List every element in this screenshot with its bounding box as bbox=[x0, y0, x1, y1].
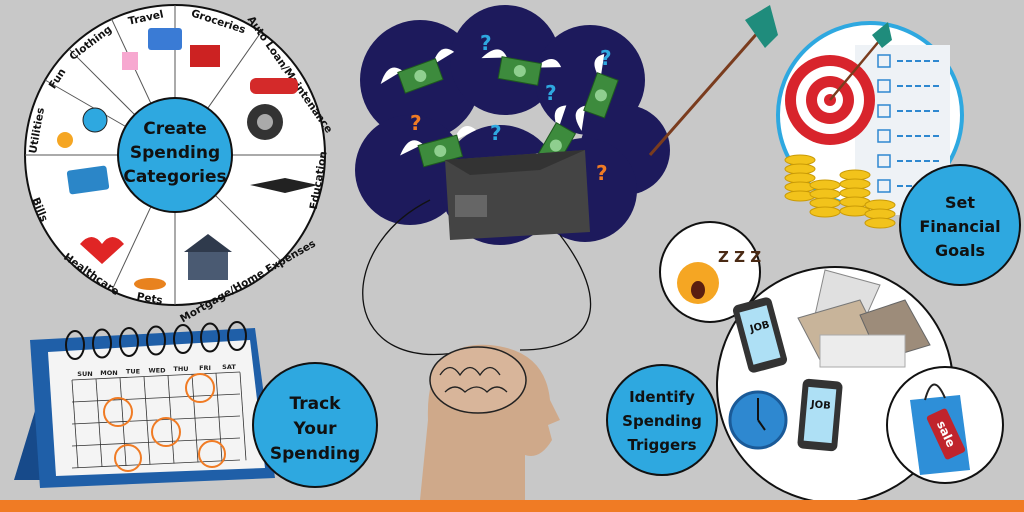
wheel-title-line-2: Spending bbox=[130, 143, 220, 163]
weekday-label: MON bbox=[100, 369, 117, 377]
bottom-bar bbox=[0, 500, 1024, 512]
phone-icon: JOB bbox=[732, 297, 788, 373]
question-mark-icon: ? bbox=[410, 111, 422, 135]
svg-text:JOB: JOB bbox=[809, 399, 831, 412]
identify-spending-triggers-circle bbox=[606, 364, 718, 476]
arrow-icon bbox=[648, 5, 778, 156]
track-title-line-3: Spending bbox=[270, 444, 360, 464]
wheel-title-line-1: Create bbox=[143, 119, 207, 139]
question-mark-icon: ? bbox=[490, 121, 502, 145]
ring bbox=[146, 325, 166, 356]
envelope-icon bbox=[797, 269, 931, 368]
wheel-title-line-3: Categories bbox=[123, 167, 226, 187]
goals-title-line-1: Set bbox=[945, 193, 975, 212]
phone-icon: JOB bbox=[797, 378, 843, 452]
coin-stack-icon bbox=[784, 154, 896, 229]
triggers-title-line-3: Triggers bbox=[627, 436, 696, 454]
create-spending-categories-circle bbox=[117, 97, 233, 213]
question-mark-icon: ? bbox=[600, 46, 612, 70]
weekday-label: SAT bbox=[222, 363, 236, 371]
house-icon bbox=[188, 250, 228, 280]
question-mark-icon: ? bbox=[596, 161, 608, 185]
shopping-bag-icon: sale bbox=[910, 383, 970, 475]
ring bbox=[227, 321, 247, 351]
category-label: Pets bbox=[136, 291, 164, 307]
grocery-basket-icon bbox=[190, 45, 220, 67]
money-with-wings-icon bbox=[380, 48, 455, 94]
weekday-label: THU bbox=[173, 365, 188, 373]
triggers-title-line-1: Identify bbox=[629, 388, 695, 406]
svg-text:JOB: JOB bbox=[748, 319, 771, 335]
wifi-router-icon bbox=[82, 107, 108, 133]
suitcase-icon bbox=[148, 28, 182, 50]
ring bbox=[65, 330, 85, 360]
track-your-spending-circle bbox=[252, 362, 378, 488]
lightbulb-icon bbox=[57, 132, 73, 148]
shirt-icon bbox=[122, 52, 138, 70]
graduation-cap-icon bbox=[250, 178, 318, 193]
target-icon bbox=[785, 22, 892, 145]
ring bbox=[92, 328, 112, 359]
track-title-line-1: Track bbox=[290, 394, 342, 414]
car-icon bbox=[250, 78, 298, 94]
goals-title-line-3: Goals bbox=[935, 241, 985, 260]
money-with-wings-icon bbox=[400, 125, 477, 168]
weekday-label: SUN bbox=[77, 370, 92, 378]
brain-head-icon bbox=[420, 344, 560, 500]
ring bbox=[200, 322, 220, 353]
calendar-icon: SUN MON TUE WED THU FRI SAT bbox=[14, 321, 275, 488]
track-title-line-2: Your bbox=[293, 419, 338, 439]
heart-icon bbox=[80, 237, 124, 264]
credit-card-icon bbox=[66, 165, 110, 195]
money-with-wings-icon bbox=[575, 53, 619, 131]
clock-icon bbox=[728, 390, 788, 450]
wallet-icon bbox=[445, 150, 590, 240]
question-mark-icon: ? bbox=[480, 31, 492, 55]
question-mark-icon: ? bbox=[545, 81, 557, 105]
money-with-wings-icon bbox=[481, 49, 562, 86]
weekday-label: WED bbox=[148, 366, 166, 374]
triggers-title-line-2: Spending bbox=[622, 412, 702, 430]
pet-bowl-icon bbox=[134, 278, 166, 290]
sleep-z: Z Z Z bbox=[718, 248, 761, 266]
ring bbox=[119, 327, 139, 357]
weekday-label: TUE bbox=[126, 368, 140, 376]
set-financial-goals-circle bbox=[899, 164, 1021, 286]
goals-title-line-2: Financial bbox=[919, 217, 1000, 236]
weekday-label: FRI bbox=[199, 364, 211, 372]
ring bbox=[173, 324, 193, 354]
